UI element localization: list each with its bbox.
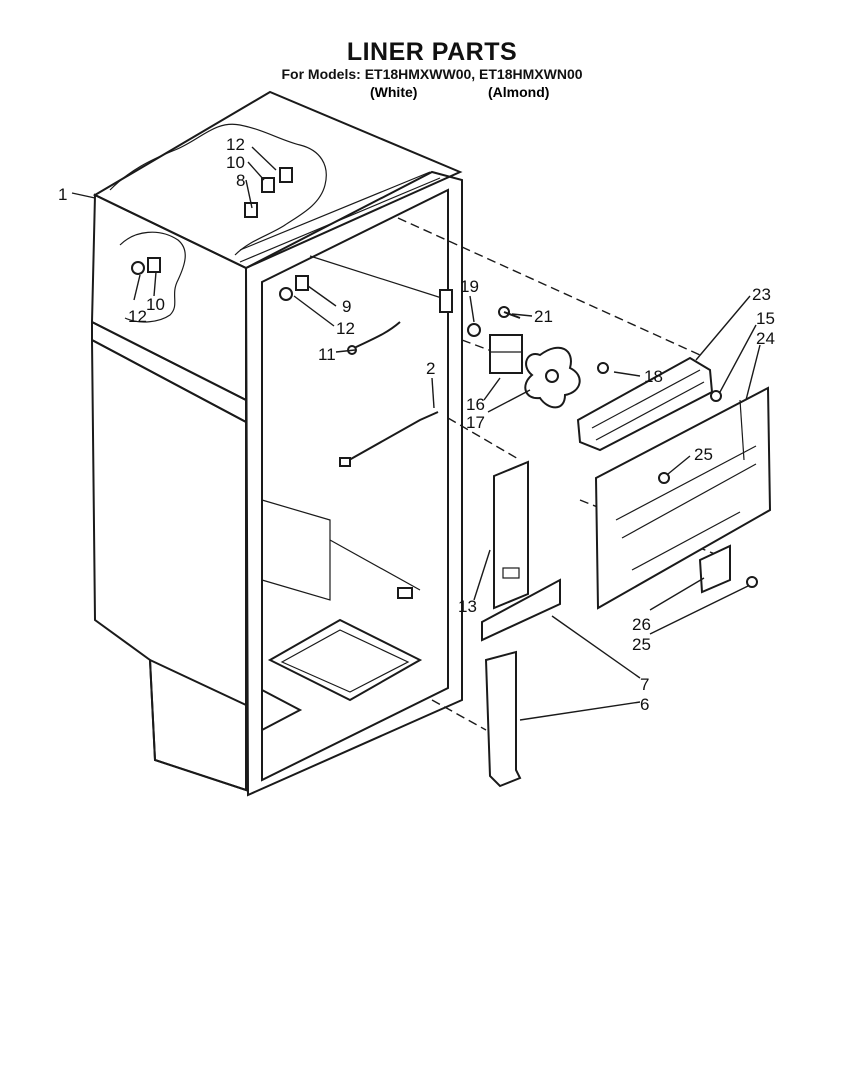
callout-2: 2: [426, 359, 435, 378]
page-title: LINER PARTS: [346, 38, 518, 66]
callout-13: 13: [458, 597, 477, 616]
liner-body: [90, 90, 463, 797]
insulation-cutouts: [109, 123, 327, 323]
variant-almond: (Almond): [488, 84, 550, 100]
callout-12-left: 12: [128, 307, 147, 326]
callout-15: 15: [756, 309, 775, 328]
callout-12-mid: 12: [336, 319, 355, 338]
callout-18: 18: [644, 367, 663, 386]
callout-24: 24: [756, 329, 775, 348]
callout-16: 16: [466, 395, 485, 414]
callout-19: 19: [460, 277, 479, 296]
callout-1: 1: [58, 185, 67, 204]
callout-labels: 1 12 10 8 10 12 9 12 11 2 19 21 16 17 18…: [58, 135, 775, 714]
evaporator-cover: [576, 356, 722, 452]
variant-white: (White): [370, 84, 418, 100]
callout-9: 9: [342, 297, 351, 316]
rear-panel: [594, 386, 772, 610]
fan-motor-assembly: [467, 306, 581, 409]
liner-hardware: [131, 167, 453, 599]
models-line: For Models: ET18HMXWW00, ET18HMXWN00: [281, 66, 583, 82]
duct-parts: [481, 460, 561, 788]
callout-17: 17: [466, 413, 485, 432]
callout-10-top: 10: [226, 153, 245, 172]
callout-25-top: 25: [694, 445, 713, 464]
callout-8: 8: [236, 171, 245, 190]
callout-11: 11: [318, 345, 336, 364]
callout-12-top: 12: [226, 135, 245, 154]
callout-23: 23: [752, 285, 771, 304]
callout-26: 26: [632, 615, 651, 634]
callout-25-bottom: 25: [632, 635, 651, 654]
callout-10-left: 10: [146, 295, 165, 314]
callout-7: 7: [640, 675, 649, 694]
callout-6: 6: [640, 695, 649, 714]
leader-lines: [71, 146, 761, 721]
callout-21: 21: [534, 307, 553, 326]
